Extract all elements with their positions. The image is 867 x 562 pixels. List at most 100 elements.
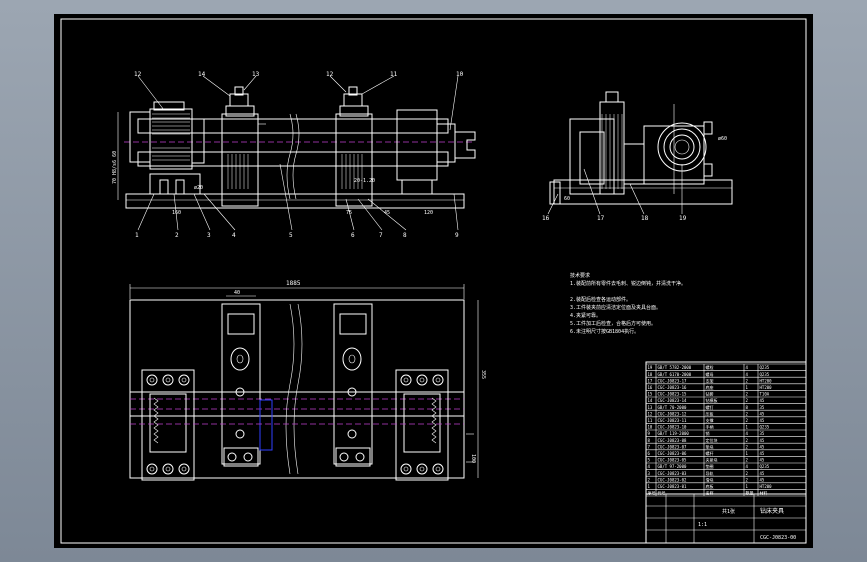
- bom-cell-name: 夹紧块: [706, 457, 718, 463]
- bom-cell-qty: 1: [746, 425, 749, 430]
- bom-cell-qty: 1: [746, 451, 749, 456]
- bom-cell-qty: 1: [746, 385, 749, 390]
- balloon-10: 10: [456, 71, 464, 78]
- bom-cell-name: 滑块: [706, 476, 714, 482]
- sheet-label: 共1张: [722, 508, 735, 515]
- bom-cell-code: GB/T 97-2000: [658, 464, 687, 469]
- bom-cell-mat: HT200: [760, 385, 773, 390]
- bom-cell-idx: 8: [648, 438, 651, 443]
- tech-note-4: 4.夹紧可靠。: [570, 312, 601, 319]
- bom-cell-code: CGC-J0823-08: [658, 438, 687, 443]
- bom-cell-idx: 7: [648, 444, 651, 449]
- svg-text:70 H8/s6 60: 70 H8/s6 60: [112, 151, 118, 184]
- bom-cell-idx: 2: [648, 477, 651, 482]
- bom-cell-mat: 45: [760, 438, 765, 443]
- bom-cell-mat: Q235: [760, 425, 770, 430]
- balloon-6: 6: [351, 232, 355, 239]
- bom-cell-code: CGC-J0823-14: [658, 398, 687, 403]
- balloon-11: 11: [390, 71, 398, 78]
- balloon-17: 17: [597, 215, 605, 222]
- bom-cell-code: CGC-J0823-11: [658, 418, 687, 423]
- bom-cell-mat: 45: [760, 398, 765, 403]
- bom-cell-qty: 4: [746, 431, 749, 436]
- bom-cell-mat: 45: [760, 477, 765, 482]
- bom-cell-name: 钻套: [706, 391, 714, 397]
- bom-cell-code: CGC-J0823-02: [658, 477, 687, 482]
- bom-cell-code: CGC-J0823-06: [658, 451, 687, 456]
- bom-cell-idx: 11: [648, 418, 653, 423]
- bom-cell-idx: 18: [648, 372, 653, 377]
- tech-note-6: 6.未注明尺寸按GB1804执行。: [570, 328, 639, 335]
- bom-cell-qty: 2: [746, 418, 749, 423]
- balloon-9: 9: [455, 232, 459, 239]
- bom-cell-code: CGC-J0823-03: [658, 471, 687, 476]
- bom-header-idx: 序号: [648, 490, 656, 496]
- bom-cell-idx: 19: [648, 365, 653, 370]
- overall-length-dim: 1885: [286, 280, 301, 287]
- selected-entity: [259, 399, 273, 451]
- scale-label: 1:1: [698, 522, 707, 528]
- bom-cell-name: 销: [706, 430, 710, 436]
- bom-cell-idx: 3: [648, 471, 651, 476]
- bom-cell-name: 垫块: [706, 443, 714, 449]
- svg-text:100: 100: [470, 454, 476, 463]
- bom-cell-qty: 2: [746, 477, 749, 482]
- bom-cell-qty: 2: [746, 398, 749, 403]
- bom-cell-qty: 2: [746, 392, 749, 397]
- bom-cell-idx: 6: [648, 451, 651, 456]
- balloon-2: 2: [175, 232, 179, 239]
- tech-notes-title: 技术要求: [570, 272, 590, 279]
- svg-text:20-1.20: 20-1.20: [354, 178, 375, 184]
- bom-cell-mat: Q235: [760, 372, 770, 377]
- bom-cell-mat: 45: [760, 451, 765, 456]
- bom-cell-idx: 16: [648, 385, 653, 390]
- bom-cell-name: 底板: [706, 483, 714, 489]
- bom-header-qty: 数量: [746, 490, 754, 496]
- drawing-number: CGC-J0823-00: [760, 535, 796, 541]
- svg-text:ø60: ø60: [718, 136, 727, 142]
- bom-cell-idx: 13: [648, 405, 653, 410]
- front-base-plate: [125, 193, 465, 209]
- bom-cell-name: 螺母: [706, 371, 714, 377]
- bom-cell-qty: 4: [746, 464, 749, 469]
- svg-text:120: 120: [424, 210, 433, 216]
- bom-cell-code: GB/T 5782-2000: [658, 365, 692, 370]
- sheet-border: [60, 18, 807, 544]
- bom-cell-code: GB/T 70-2000: [658, 405, 687, 410]
- bom-cell-idx: 12: [648, 411, 653, 416]
- bom-cell-code: CGC-J0823-01: [658, 484, 687, 489]
- bom-cell-qty: 2: [746, 438, 749, 443]
- balloon-8: 8: [403, 232, 407, 239]
- drawing-sheet: 70 H8/s6 60 ø20 20-1.20 7 5 45 120 1 60: [54, 14, 813, 548]
- svg-text:ø20: ø20: [194, 185, 203, 191]
- tech-note-2: 2.装配后检查各运动部件。: [570, 296, 631, 303]
- bom-cell-name: 支架: [706, 377, 714, 383]
- side-view-balloons: 16 17 18 19: [542, 164, 687, 222]
- bom-cell-qty: 2: [746, 471, 749, 476]
- bom-cell-qty: 4: [746, 365, 749, 370]
- drawing-name: 钻床夹具: [760, 507, 784, 515]
- bom-cell-idx: 17: [648, 378, 653, 383]
- bom-cell-code: CGC-J0823-07: [658, 444, 687, 449]
- svg-text:45: 45: [384, 210, 390, 216]
- bom-cell-mat: HT200: [760, 484, 773, 489]
- bom-cell-code: CGC-J0823-10: [658, 425, 687, 430]
- balloon-12a: 12: [134, 71, 142, 78]
- bom-cell-idx: 5: [648, 458, 651, 463]
- balloon-13: 13: [252, 71, 260, 78]
- side-view: ø60 60: [549, 91, 733, 205]
- bom-header-code: 代号: [658, 490, 666, 496]
- balloon-18: 18: [641, 215, 649, 222]
- bom-cell-idx: 15: [648, 392, 653, 397]
- height-dim: 355: [480, 370, 486, 379]
- front-view-balloons: 12 14 13 12 11 10 1 2 3 4 5 6 7 8 9: [134, 71, 464, 239]
- bom-cell-code: GB/T 119-2000: [658, 431, 690, 436]
- bom-cell-name: 支撑: [706, 417, 714, 423]
- front-view: 70 H8/s6 60 ø20 20-1.20 75 45 120 160: [112, 86, 476, 216]
- bom-cell-qty: 8: [746, 405, 749, 410]
- bom-cell-mat: 45: [760, 471, 765, 476]
- svg-text:60: 60: [564, 196, 570, 202]
- bom-cell-name: 螺杆: [706, 450, 714, 456]
- title-block: 钻床夹具 CGC-J0823-00 1:1 共1张: [645, 493, 807, 544]
